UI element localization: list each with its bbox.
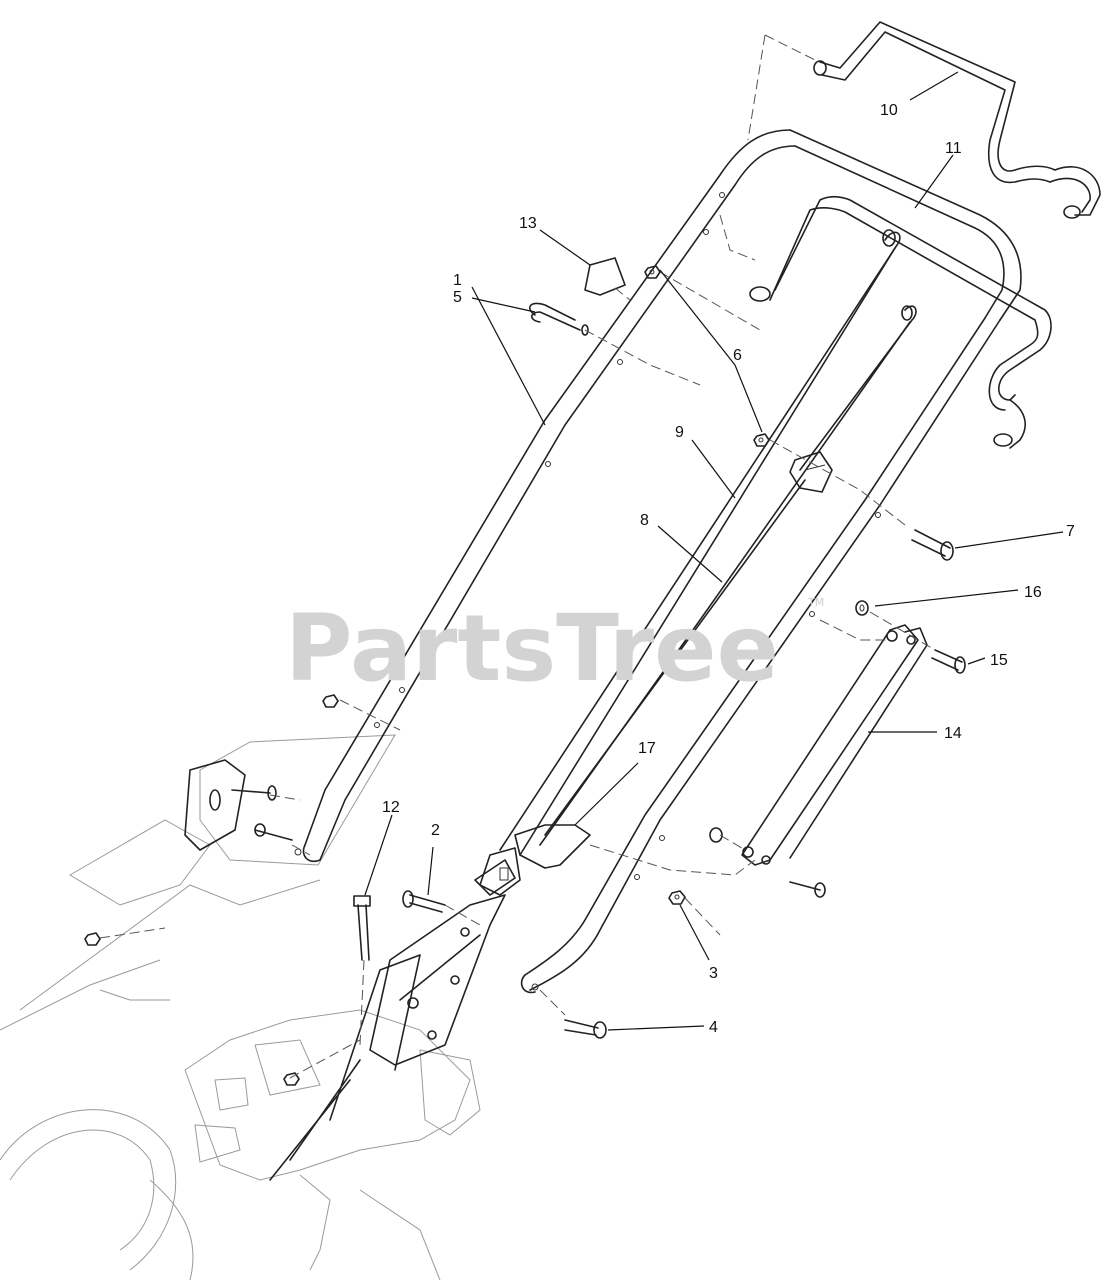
watermark-text: PartsTree bbox=[285, 595, 779, 702]
callout-12: 12 bbox=[382, 799, 400, 816]
left-bracket bbox=[184, 759, 293, 851]
watermark-tm: TM bbox=[807, 596, 824, 609]
hardware-bolts-nuts bbox=[84, 257, 966, 1086]
callout-8: 8 bbox=[640, 512, 649, 529]
control-cables bbox=[499, 229, 917, 856]
callout-labels: 1 2 3 4 5 6 7 8 9 10 11 12 13 14 15 16 1… bbox=[382, 102, 1075, 1036]
watermark: PartsTree TM bbox=[285, 595, 824, 702]
assembly-guide-lines bbox=[99, 34, 936, 1079]
callout-3: 3 bbox=[709, 965, 718, 982]
callout-10: 10 bbox=[880, 102, 898, 119]
callout-2: 2 bbox=[431, 822, 440, 839]
callout-4: 4 bbox=[709, 1019, 718, 1036]
handle-main-frame bbox=[294, 129, 1022, 994]
callout-7: 7 bbox=[1066, 523, 1075, 540]
callout-15: 15 bbox=[990, 652, 1008, 669]
bail-bar-10 bbox=[813, 21, 1101, 219]
callout-17: 17 bbox=[638, 740, 656, 757]
callout-16: 16 bbox=[1024, 584, 1042, 601]
mower-deck-outline bbox=[0, 734, 481, 1280]
bail-bar-11 bbox=[749, 195, 1052, 449]
callout-6: 6 bbox=[733, 347, 742, 364]
callout-leaders bbox=[364, 71, 1064, 1031]
callout-9: 9 bbox=[675, 424, 684, 441]
callout-5: 5 bbox=[453, 289, 462, 306]
callout-14: 14 bbox=[944, 725, 962, 742]
callout-13: 13 bbox=[519, 215, 537, 232]
cable-guide-17 bbox=[474, 824, 591, 896]
callout-11: 11 bbox=[945, 140, 962, 157]
callout-1: 1 bbox=[453, 272, 462, 289]
lower-handle-bracket bbox=[269, 894, 506, 1181]
